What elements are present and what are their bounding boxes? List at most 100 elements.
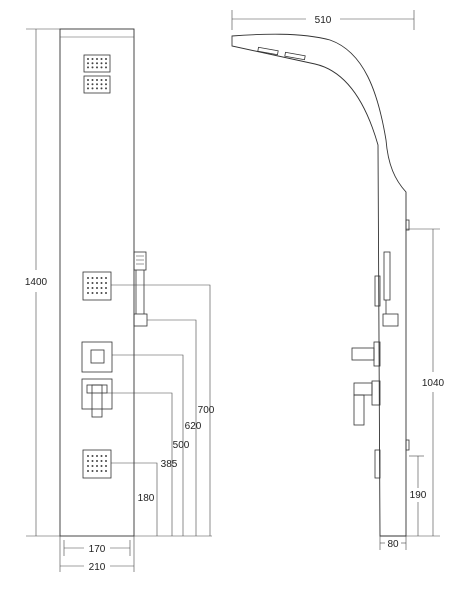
jet-nozzle (91, 470, 94, 472)
jet-nozzle (91, 83, 94, 86)
jet-nozzle (87, 455, 89, 457)
jet-nozzle (100, 83, 103, 86)
jet-nozzle (100, 66, 103, 69)
jet-nozzle (87, 62, 89, 65)
side-diverter-knob (351, 341, 381, 367)
jet-nozzle (96, 292, 98, 294)
jet-nozzle (91, 277, 94, 279)
jet-nozzle (87, 465, 89, 467)
jet-nozzle (96, 470, 98, 472)
jet-nozzle (105, 79, 107, 81)
inner-width-label: 170 (89, 544, 106, 555)
jet-nozzle (100, 58, 103, 60)
jet-nozzle (105, 277, 107, 279)
jet-nozzle (100, 287, 103, 289)
jet-nozzle (87, 292, 89, 294)
side-mixer-handle (353, 380, 381, 426)
inner-width-dimension: 170 (63, 540, 131, 556)
jet-nozzle (91, 465, 94, 467)
jet-nozzle (96, 79, 98, 81)
bottom-jet (82, 449, 112, 479)
side-height-label: 1040 (422, 378, 445, 389)
side-head-jet-1 (257, 46, 279, 56)
side-profile-outline (231, 33, 407, 537)
jet-nozzle (100, 277, 103, 279)
jet-nozzle (105, 282, 107, 284)
jet-nozzle (96, 66, 98, 69)
jet-nozzle (105, 465, 107, 467)
dim-620: 620 (185, 421, 202, 432)
bottom-height-dimension: 190 (409, 455, 427, 536)
dim-500: 500 (173, 440, 190, 451)
top-jet-2 (83, 75, 111, 94)
side-middle-jet (374, 275, 381, 307)
depth-dimension: 510 (231, 10, 415, 30)
jet-nozzle (100, 465, 103, 467)
control-height-dimensions: 700 620 500 385 180 (107, 284, 215, 537)
dim-700: 700 (198, 405, 215, 416)
jet-nozzle (105, 83, 107, 86)
jet-nozzle (100, 87, 103, 90)
jet-nozzle (96, 277, 98, 279)
dim-180: 180 (138, 493, 155, 504)
wall-bracket-top (405, 219, 410, 231)
jet-nozzle (87, 460, 89, 462)
jet-nozzle (100, 470, 103, 472)
height-label: 1400 (25, 277, 48, 288)
jet-nozzle (105, 292, 107, 294)
front-view: 1400 700 620 500 385 180 1 (25, 28, 215, 573)
height-dimension: 1400 (25, 28, 60, 537)
wall-bracket-bottom (405, 439, 410, 451)
jet-nozzle (100, 79, 103, 81)
jet-nozzle (96, 83, 98, 86)
jet-nozzle (87, 277, 89, 279)
jet-nozzle (87, 66, 89, 69)
dim-385: 385 (161, 459, 178, 470)
base-depth-label: 80 (387, 539, 399, 550)
jet-nozzle (105, 455, 107, 457)
depth-label: 510 (315, 15, 332, 26)
jet-nozzle (91, 66, 94, 69)
jet-nozzle (96, 87, 98, 90)
jet-nozzle (87, 470, 89, 472)
base-depth-dimension: 80 (379, 536, 407, 550)
jet-nozzle (91, 58, 94, 60)
jet-nozzle (91, 62, 94, 65)
side-hand-shower (382, 251, 399, 327)
jet-nozzle (87, 58, 89, 60)
jet-nozzle (96, 455, 98, 457)
jet-nozzle (100, 455, 103, 457)
jet-nozzle (96, 460, 98, 462)
jet-nozzle (91, 87, 94, 90)
width-dimension: 210 (59, 536, 135, 573)
bottom-height-label: 190 (410, 490, 427, 501)
jet-nozzle (105, 460, 107, 462)
top-jet-1 (83, 54, 111, 73)
jet-nozzle (105, 87, 107, 90)
mixer-control (81, 378, 113, 418)
jet-nozzle (87, 282, 89, 284)
middle-jet (82, 271, 112, 301)
hand-shower (133, 251, 148, 327)
jet-nozzle (87, 83, 89, 86)
side-view: 510 1040 190 80 (231, 10, 445, 550)
diverter-control (81, 341, 113, 373)
side-head-jet-2 (284, 51, 306, 61)
jet-nozzle (105, 62, 107, 65)
jet-nozzle (96, 465, 98, 467)
side-bottom-jet (374, 449, 381, 479)
jet-nozzle (96, 58, 98, 60)
jet-nozzle (105, 66, 107, 69)
jet-nozzle (100, 62, 103, 65)
jet-nozzle (96, 62, 98, 65)
jet-nozzle (91, 460, 94, 462)
jet-nozzle (105, 58, 107, 60)
side-height-dimension: 1040 (406, 228, 445, 537)
jet-nozzle (105, 287, 107, 289)
jet-nozzle (105, 470, 107, 472)
jet-nozzle (100, 460, 103, 462)
jet-nozzle (87, 87, 89, 90)
jet-nozzle (100, 292, 103, 294)
jet-nozzle (96, 287, 98, 289)
